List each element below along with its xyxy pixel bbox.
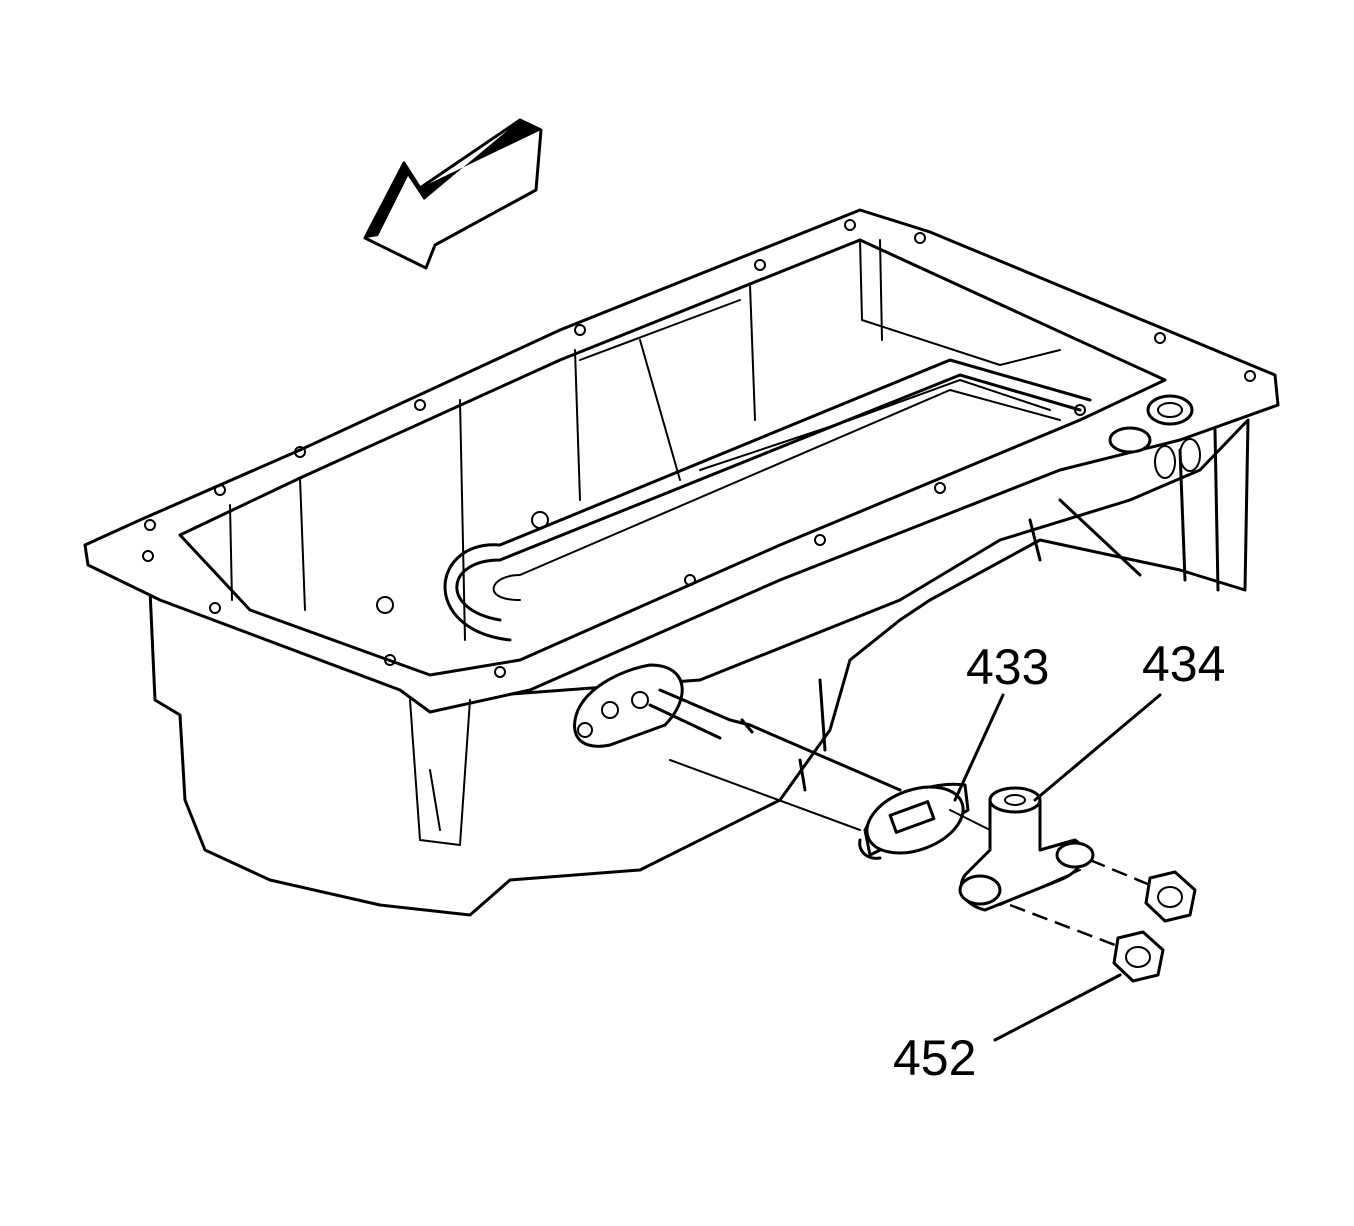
part-434-fitting <box>949 786 1095 912</box>
part-433-seal <box>858 782 970 860</box>
oil-pan <box>83 208 1280 917</box>
leader-452 <box>993 973 1122 1042</box>
leader-434 <box>1033 693 1162 802</box>
callout-452: 452 <box>893 1030 977 1086</box>
direction-arrow-icon <box>363 118 543 270</box>
callout-433: 433 <box>966 639 1050 695</box>
leader-lines <box>953 693 1162 1042</box>
leader-433 <box>953 693 1005 802</box>
part-452-nuts <box>1009 858 1197 983</box>
oil-cooler-pipe <box>648 688 902 831</box>
callout-434: 434 <box>1142 636 1226 692</box>
